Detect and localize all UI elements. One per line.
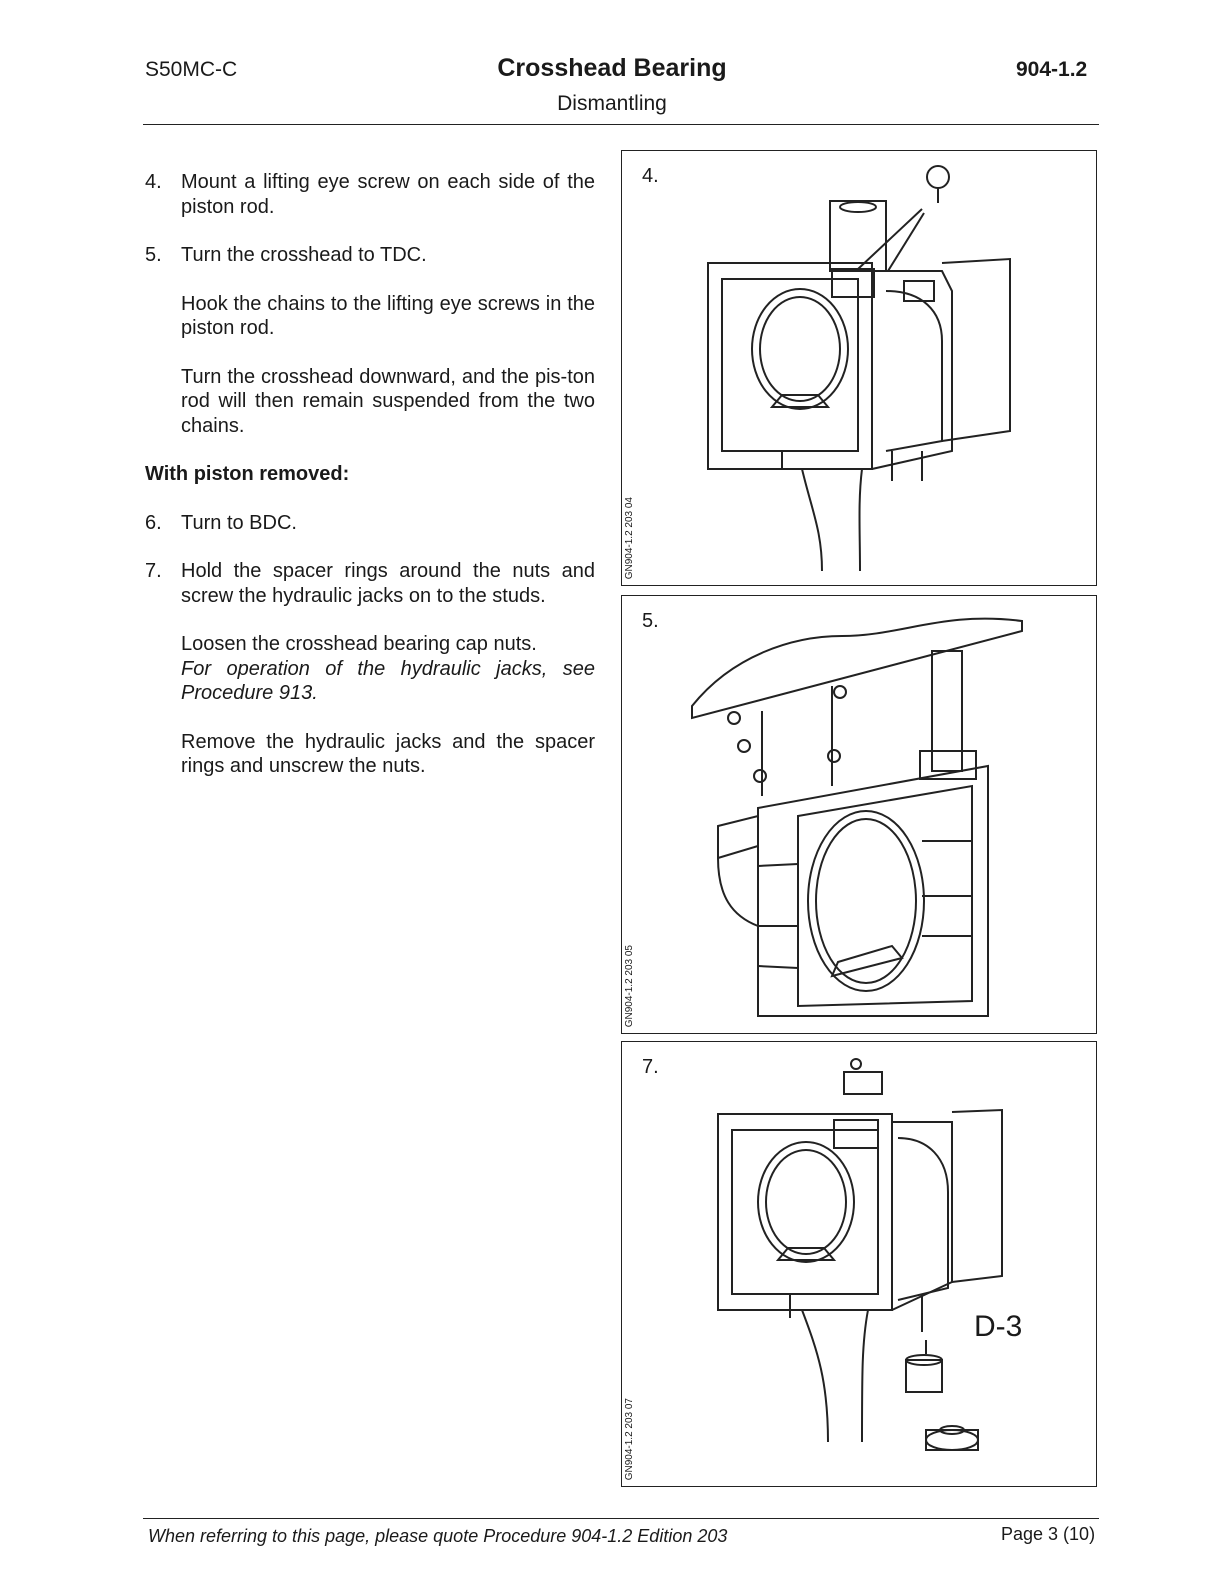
page-title: Crosshead Bearing: [497, 54, 727, 82]
step-7: 7. Hold the spacer rings around the nuts…: [145, 559, 595, 608]
step-5-paragraph-2: Turn the crosshead downward, and the pis…: [181, 365, 595, 437]
step-5: 5. Turn the crosshead to TDC.: [145, 243, 595, 268]
instructions: 4. Mount a lifting eye screw on each sid…: [145, 170, 595, 803]
footer-note: When referring to this page, please quot…: [148, 1526, 728, 1546]
step-text: Turn the crosshead to TDC.: [181, 244, 427, 266]
step-7-reference: For operation of the hydraulic jacks, se…: [181, 657, 595, 705]
figure-7: 7. GN904-1.2 203 07 D-3: [621, 1041, 1097, 1487]
figure-5: 5. GN904-1.2 203 05: [621, 595, 1097, 1034]
step-text: Hold the spacer rings around the nuts an…: [181, 560, 595, 607]
step-5-paragraph-1: Hook the chains to the lifting eye screw…: [181, 292, 595, 340]
piston-rod-suspended-illustration: [691, 617, 1023, 1017]
step-text: Turn to BDC.: [181, 511, 297, 534]
step-number: 5.: [145, 244, 162, 266]
figure-label: 7.: [642, 1056, 659, 1078]
step-4: 4. Mount a lifting eye screw on each sid…: [145, 170, 595, 219]
step-7-text: Loosen the crosshead bearing cap nuts.: [181, 633, 537, 655]
page-number: Page 3 (10): [1001, 1524, 1096, 1544]
footer-rule: [143, 1518, 1099, 1519]
header-rule: [143, 124, 1099, 125]
d3-callout: D-3: [974, 1310, 1023, 1343]
figure-4: 4. GN904-1.2 203 04: [621, 150, 1097, 586]
hydraulic-jacks-illustration: [717, 1058, 1003, 1451]
step-text: Mount a lifting eye screw on each side o…: [181, 171, 595, 218]
step-number: 6.: [145, 511, 162, 534]
step-6: 6. Turn to BDC.: [145, 511, 595, 536]
step-number: 4.: [145, 171, 162, 193]
figure-label: 5.: [642, 610, 659, 632]
figure-label: 4.: [642, 165, 659, 187]
step-7-paragraph-2: Remove the hydraulic jacks and the space…: [181, 730, 595, 778]
step-7-paragraph-1: Loosen the crosshead bearing cap nuts. F…: [145, 632, 595, 706]
engine-model: S50MC-C: [145, 58, 238, 81]
step-number: 7.: [145, 560, 162, 582]
section-subheading: With piston removed:: [145, 463, 350, 485]
crosshead-lifting-eye-illustration: [707, 165, 1011, 572]
procedure-number: 904-1.2: [1016, 58, 1088, 81]
page-subtitle: Dismantling: [557, 92, 667, 115]
